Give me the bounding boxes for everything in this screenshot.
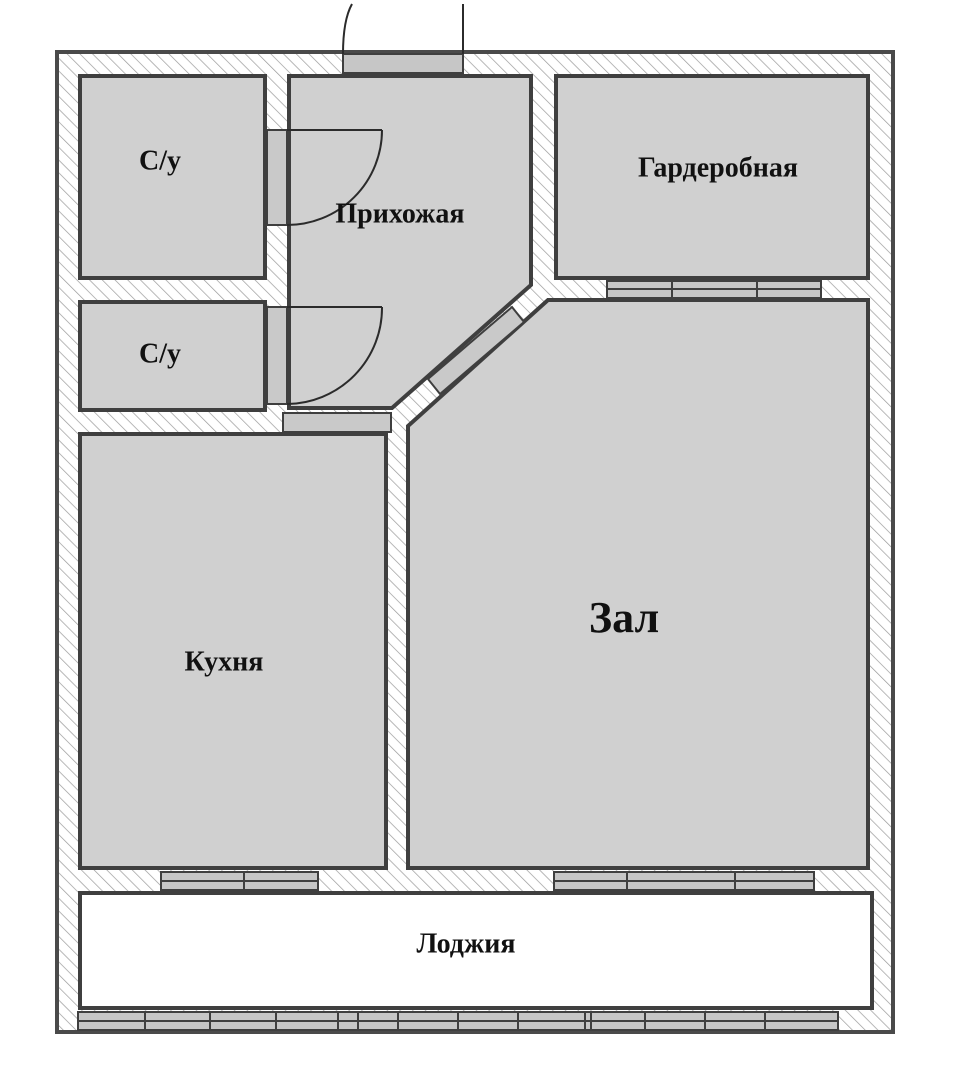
living-room-window: [553, 871, 815, 891]
room-wardrobe: [554, 74, 870, 280]
room-bathroom-1: [78, 74, 267, 280]
room-labels: С/у С/у Прихожая Гардеробная Кухня Зал Л…: [139, 145, 798, 959]
bathroom-door-2-opening: [266, 306, 288, 405]
entrance-door-opening: [342, 53, 464, 74]
kitchen-doorway: [282, 412, 392, 433]
label-kitchen: Кухня: [185, 646, 264, 677]
label-loggia: Лоджия: [416, 928, 515, 959]
bathroom-door-1-opening: [266, 129, 288, 226]
label-bathroom-2: С/у: [139, 338, 181, 369]
label-living-room: Зал: [589, 593, 659, 642]
rooms: [78, 74, 874, 1010]
living-room-doorway: [426, 305, 526, 396]
outer-wall-outline: [55, 50, 895, 1034]
loggia-glazing: [77, 1011, 839, 1031]
room-loggia: [78, 891, 874, 1010]
bathroom-door-2-swing-arc: [286, 306, 384, 405]
entrance-door: [342, 3, 464, 74]
room-kitchen: [78, 432, 388, 870]
bathroom-door-1-swing-arc: [286, 129, 383, 226]
kitchen-window: [160, 871, 319, 891]
label-bathroom-1: С/у: [139, 145, 181, 176]
room-living: [406, 298, 870, 870]
bathroom-door-2: [266, 306, 384, 405]
room-bathroom-2: [78, 300, 267, 412]
label-hallway: Прихожая: [335, 198, 464, 229]
label-wardrobe: Гардеробная: [638, 152, 798, 183]
room-hallway: [287, 74, 533, 410]
wardrobe-window: [606, 280, 822, 299]
bathroom-door-1: [266, 129, 383, 226]
entrance-door-swing-arc: [342, 3, 353, 55]
